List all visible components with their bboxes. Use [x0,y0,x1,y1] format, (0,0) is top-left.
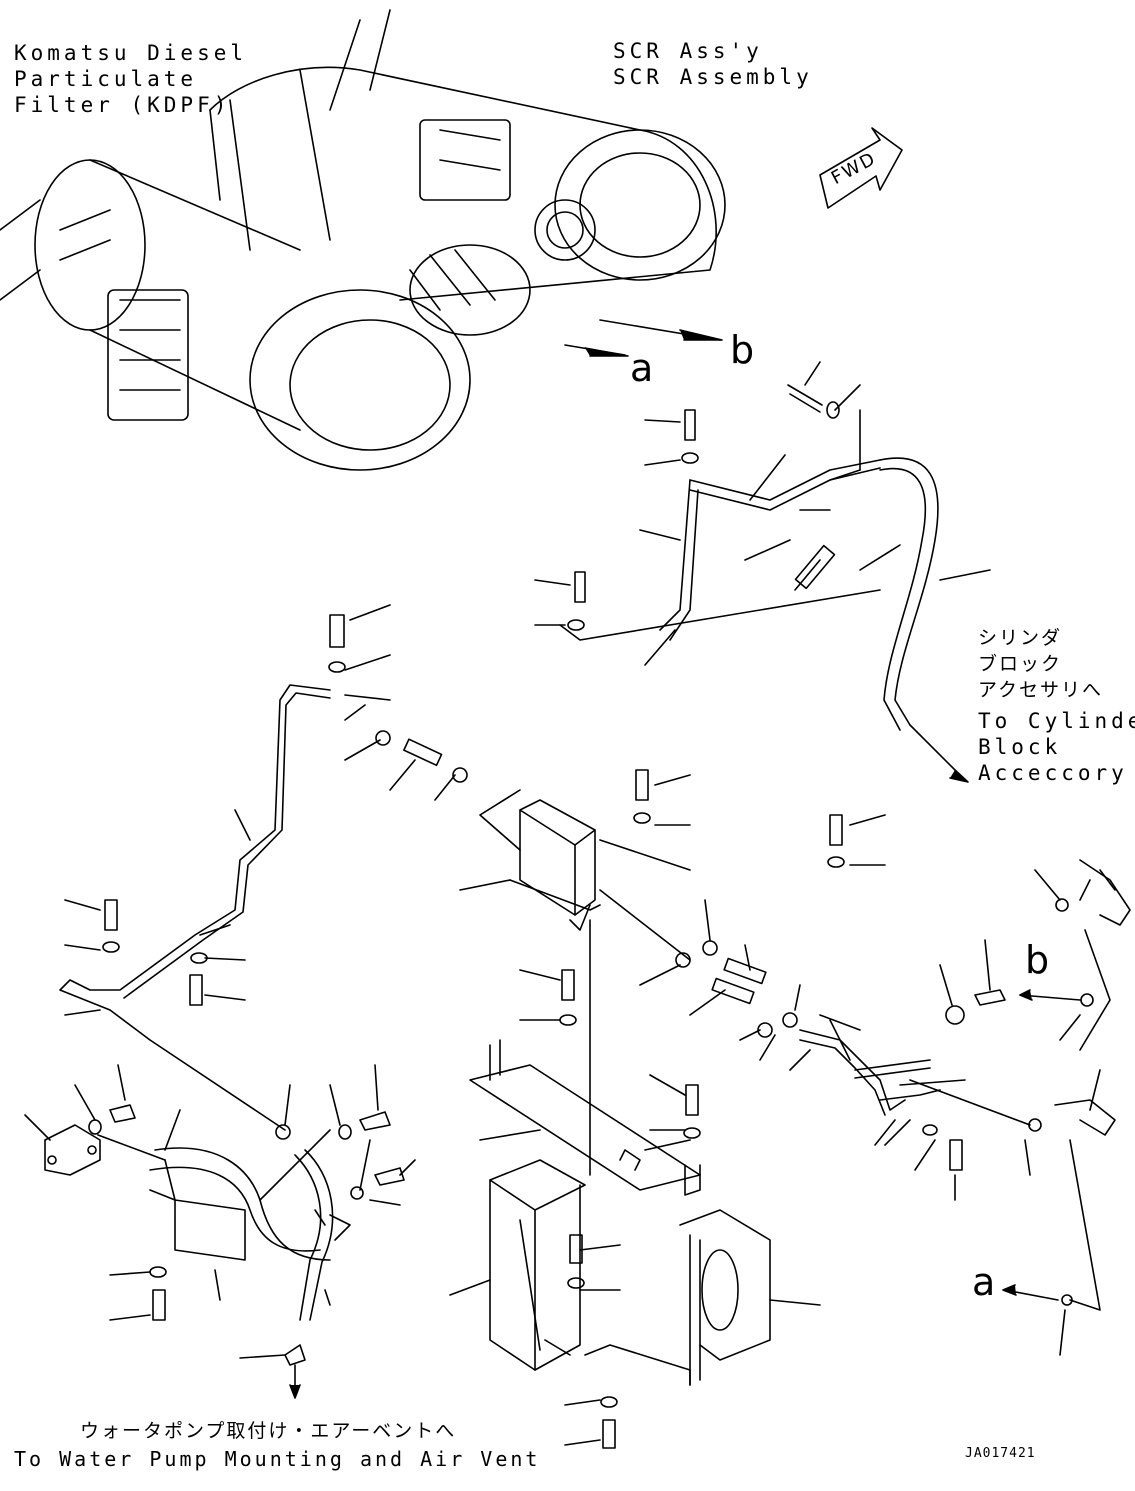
kdpf-canister [0,159,471,471]
cylinder-en-line1: To Cylinder [978,709,1135,733]
fwd-arrow-icon [819,127,903,209]
bracket-plate [469,919,701,1196]
cylinder-jp-line1: シリンダ [978,627,1063,649]
center-hoses [639,899,811,1071]
cylinder-jp-line2: ブロック [978,653,1063,675]
cylinder-jp-line3: アクセサリへ [978,679,1104,701]
kdpf-label-line2: Particulate [14,67,198,91]
center-module [459,769,886,961]
callout-a-upper: a [630,346,654,390]
lower-left-assembly [24,1064,416,1399]
kdpf-label-line3: Filter (KDPF) [14,93,231,117]
callout-b-right: b [1025,938,1050,982]
kdpf-label-line1: Komatsu Diesel [14,41,248,65]
lower-cover [449,1159,621,1371]
right-pipe-assembly [799,859,1131,1356]
drawing-code: JA017421 [965,1446,1036,1461]
scr-label-line2: SCR Assembly [613,65,813,89]
cylinder-label-en: To Cylinder Block Acceccory [978,708,1135,786]
scr-canister [209,9,726,336]
scr-label: SCR Ass'y SCR Assembly [613,38,813,90]
upper-pipe-assembly [534,361,991,783]
callout-a-right: a [972,1260,996,1304]
callout-b-upper: b [730,328,755,372]
water-pump-label-jp: ウォータポンプ取付け・エアーベントへ [80,1420,457,1442]
cylinder-label-jp: シリンダ ブロック アクセサリへ [978,625,1103,703]
kdpf-label: Komatsu Diesel Particulate Filter (KDPF) [14,40,247,118]
scr-label-line1: SCR Ass'y [613,39,763,63]
cylinder-en-line3: Acceccory [978,761,1128,785]
callout-leaders-upper [564,319,723,357]
left-pipe [59,604,468,1131]
water-pump-label-en: To Water Pump Mounting and Air Vent [14,1447,541,1471]
cylinder-en-line2: Block [978,735,1062,759]
right-bracket [564,1209,821,1449]
